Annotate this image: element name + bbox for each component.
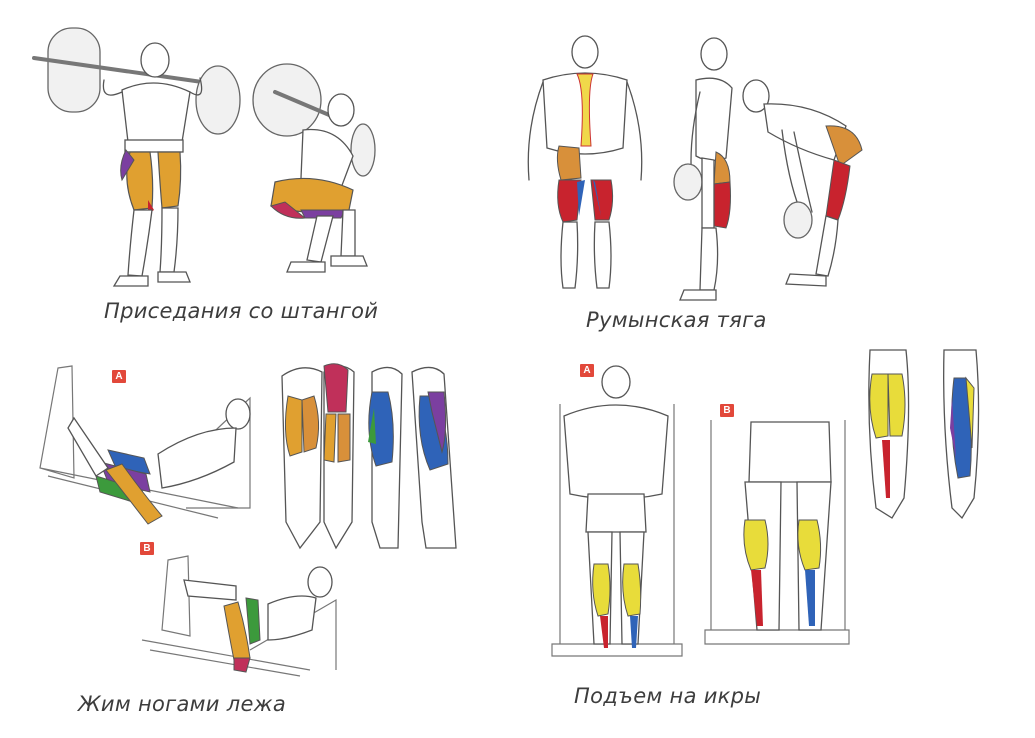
caption-calf-raises: Подъем на икры bbox=[574, 684, 762, 708]
calf-raise-b-figure bbox=[704, 420, 850, 645]
rdl-bent-over-figure bbox=[742, 79, 863, 287]
panel-leg-press: A B Жим ногами лежа bbox=[0, 340, 500, 738]
calf-raise-a-figure bbox=[551, 365, 683, 657]
badge-b: B bbox=[720, 404, 734, 417]
squat-standing-figure bbox=[32, 27, 241, 287]
caption-romanian-deadlift: Румынская тяга bbox=[586, 308, 767, 332]
squat-bottom-figure bbox=[252, 63, 376, 273]
panel-calf-raises: A B Подъем на икры bbox=[500, 340, 1035, 738]
badge-b: B bbox=[140, 542, 154, 555]
caption-barbell-squat: Приседания со штангой bbox=[104, 299, 379, 323]
rdl-back-view-figure bbox=[527, 35, 643, 289]
panel-romanian-deadlift: Румынская тяга bbox=[500, 0, 1035, 335]
caption-leg-press: Жим ногами лежа bbox=[78, 692, 287, 716]
badge-a: A bbox=[580, 364, 594, 377]
panel-barbell-squat: Приседания со штангой bbox=[0, 0, 500, 330]
rdl-side-view-figure bbox=[673, 37, 733, 301]
calf-muscles-detail-figure bbox=[868, 349, 980, 520]
leg-press-b-figure bbox=[141, 555, 337, 677]
leg-press-a-figure bbox=[39, 365, 251, 525]
badge-a: A bbox=[112, 370, 126, 383]
leg-muscles-front-back-figure bbox=[281, 363, 457, 550]
